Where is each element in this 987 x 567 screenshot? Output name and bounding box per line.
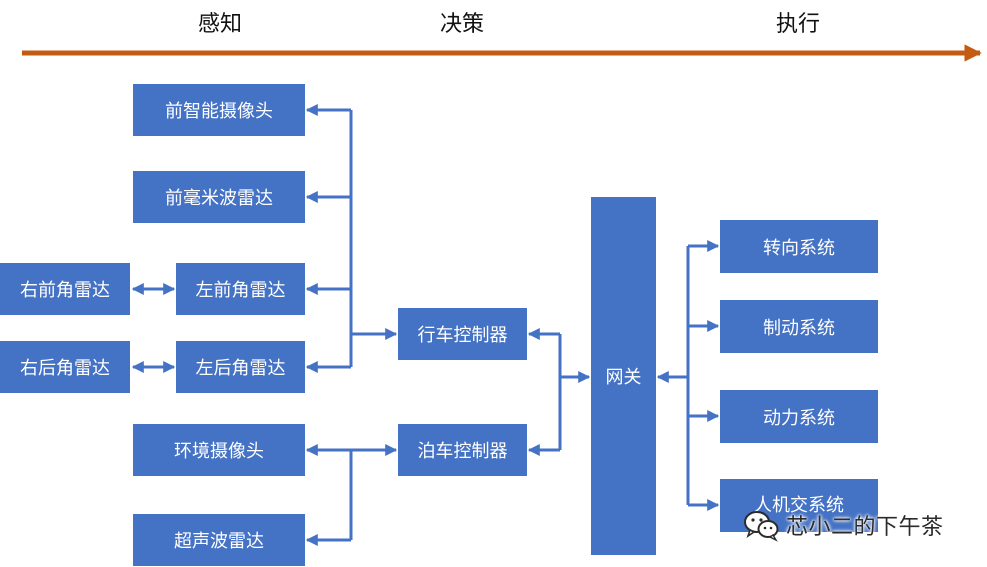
wechat-icon: [744, 511, 779, 542]
phase-decision-label: 决策: [439, 12, 485, 37]
phase-execution-label: 执行: [775, 12, 821, 37]
watermark: 芯小二的下午茶: [742, 508, 944, 542]
powertrain-system-box: 动力系统: [720, 390, 878, 443]
driving-controller-box: 行车控制器: [398, 308, 527, 360]
gateway-box: 网关: [591, 197, 656, 555]
ultrasonic-radar-box: 超声波雷达: [133, 514, 305, 566]
steering-system-box: 转向系统: [720, 220, 878, 273]
left-front-corner-radar-box: 左前角雷达: [176, 263, 305, 315]
parking-controller-box: 泊车控制器: [398, 424, 527, 476]
watermark-text: 芯小二的下午茶: [786, 515, 944, 540]
front-smart-camera-box: 前智能摄像头: [133, 84, 305, 136]
right-front-corner-radar-box: 右前角雷达: [0, 263, 130, 315]
phase-perception-label: 感知: [197, 12, 243, 37]
surround-camera-box: 环境摄像头: [133, 424, 305, 476]
braking-system-box: 制动系统: [720, 300, 878, 353]
left-rear-corner-radar-box: 左后角雷达: [176, 341, 305, 393]
right-rear-corner-radar-box: 右后角雷达: [0, 341, 130, 393]
front-mmwave-radar-box: 前毫米波雷达: [133, 171, 305, 223]
